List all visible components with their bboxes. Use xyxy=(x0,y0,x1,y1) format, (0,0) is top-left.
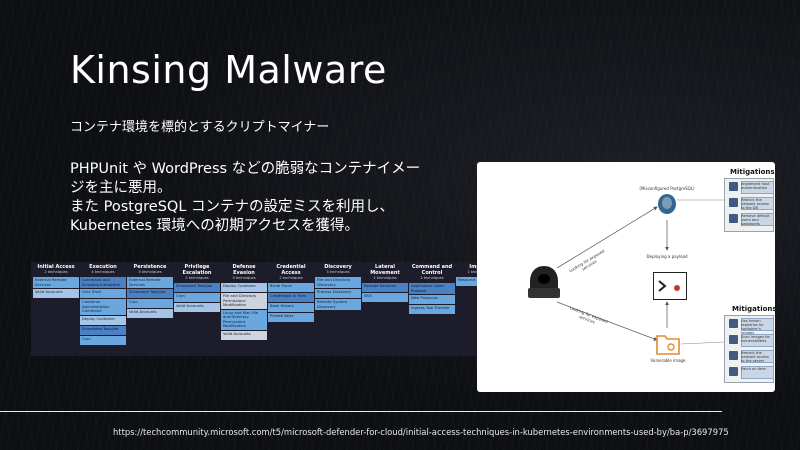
technique-cell: Process Discovery xyxy=(315,289,361,298)
column-title: Credential Access xyxy=(276,264,306,276)
column-count: 3 techniques xyxy=(232,276,256,280)
mitigation-icon xyxy=(729,319,738,328)
mitigations-box-top: Implement host authentication Restrict t… xyxy=(724,178,774,232)
mitigation-icon xyxy=(729,367,738,376)
payload-label: Deploying a payload xyxy=(646,254,688,259)
column-count: 3 techniques xyxy=(138,270,162,274)
column-title: Execution xyxy=(89,264,117,270)
technique-cell: Unix Shell xyxy=(80,289,126,298)
technique-cell: Cron xyxy=(174,293,220,302)
technique-cell: Brute Force xyxy=(268,283,314,292)
body-line: ジを主に悪用。 xyxy=(70,180,172,196)
technique-cell: Scheduled Task/Job xyxy=(80,325,126,335)
mitigation-item: Implement host authentication xyxy=(729,181,775,194)
postgresql-icon xyxy=(658,194,676,214)
attack-diagram: Looking for exposed services Looking for… xyxy=(477,162,775,392)
source-url[interactable]: https://techcommunity.microsoft.com/t5/m… xyxy=(113,427,729,437)
mitigation-item: Restrict the network access to the serve… xyxy=(729,350,775,363)
technique-cell: Command and Scripting Interpreter xyxy=(80,277,126,288)
technique-cell: Linux and Mac File and Directory Permiss… xyxy=(221,309,267,330)
technique-cell: Valid Accounts xyxy=(174,303,220,312)
column-title: Privilege Escalation xyxy=(182,264,212,276)
column-title: Lateral Movement xyxy=(370,264,400,276)
column-title: Discovery xyxy=(324,264,352,270)
mitigation-icon xyxy=(729,182,738,191)
mitigation-icon xyxy=(729,214,738,223)
column-title: Command and Control xyxy=(411,264,453,276)
mitigations-title-bottom: Mitigations: xyxy=(732,305,775,313)
column-count: 1 techniques xyxy=(373,276,397,280)
technique-cell: Cron xyxy=(80,335,126,345)
technique-cell: Valid Accounts xyxy=(127,309,173,318)
column-title: Defense Evasion xyxy=(232,264,256,276)
technique-cell: File and Directory Permissions Modificat… xyxy=(221,293,267,309)
technique-cell: Deploy Container xyxy=(80,315,126,325)
technique-cell: Bash History xyxy=(268,303,314,312)
edge-to-image xyxy=(556,301,658,341)
body-line: PHPUnit や WordPress などの脆弱なコンテナイメー xyxy=(70,161,421,177)
mitigation-item: Patch on time xyxy=(729,366,775,379)
slide-body: PHPUnit や WordPress などの脆弱なコンテナイメー ジを主に悪用… xyxy=(70,160,450,236)
column-count: 4 techniques xyxy=(91,270,115,274)
technique-cell: SSH xyxy=(362,293,408,302)
column-count: 3 techniques xyxy=(326,270,350,274)
body-line: Kubernetes 環境への初期アクセスを獲得。 xyxy=(70,218,359,234)
technique-cell: Valid Accounts xyxy=(221,330,267,340)
technique-cell: Web Protocols xyxy=(409,295,455,304)
column-count: 2 techniques xyxy=(279,276,303,280)
column-count: 2 techniques xyxy=(185,276,209,280)
column-title: Initial Access xyxy=(37,264,75,270)
technique-cell: Remote System Discovery xyxy=(315,299,361,310)
column-count: 2 techniques xyxy=(44,270,68,274)
technique-cell: File and Directory Discovery xyxy=(315,277,361,288)
technique-cell: Scheduled Task/Job xyxy=(174,283,220,292)
technique-cell: Container Administration Command xyxy=(80,299,126,315)
technique-cell: External Remote Services xyxy=(127,277,173,288)
technique-cell: Credentials In Files xyxy=(268,293,314,302)
technique-cell: Application Layer Protocol xyxy=(409,283,455,294)
technique-cell: Ingress Tool Transfer xyxy=(409,305,455,314)
image-label: Vulnerable image xyxy=(650,358,686,363)
mitigation-item: Remove default users and passwords xyxy=(729,213,775,226)
mitigation-icon xyxy=(729,198,738,207)
mitigation-icon xyxy=(729,335,738,344)
technique-cell: Private Keys xyxy=(268,313,314,322)
mitigations-title-top: Mitigations: xyxy=(730,168,775,176)
postgres-label: (Misconfigured PostgreSQL) xyxy=(639,186,695,191)
technique-cell: Cron xyxy=(127,299,173,308)
technique-cell: Valid Accounts xyxy=(33,289,79,298)
mitigation-item: Restrict the network access to the DB xyxy=(729,197,775,210)
edge-to-postgres xyxy=(556,206,658,269)
technique-cell: External Remote Services xyxy=(33,277,79,288)
body-line: また PostgreSQL コンテナの設定ミスを利用し、 xyxy=(70,199,395,215)
column-title: Persistence xyxy=(133,264,167,270)
mitigation-item: Use known registries for container's ima… xyxy=(729,318,775,335)
diagram-connectors xyxy=(556,199,725,345)
footer-divider xyxy=(0,411,722,412)
attacker-icon xyxy=(528,266,560,298)
technique-cell: Deploy Container xyxy=(221,283,267,292)
slide-subtitle: コンテナ環境を標的とするクリプトマイナー xyxy=(70,120,330,135)
technique-cell: Scheduled Task/Job xyxy=(127,289,173,298)
column-count: 2 techniques xyxy=(420,276,444,280)
folder-icon xyxy=(656,335,680,355)
mitigation-icon xyxy=(729,351,738,360)
mitigations-box-bottom: Use known registries for container's ima… xyxy=(724,315,774,383)
edge-image-mitigation xyxy=(680,341,725,345)
mitigation-item: Scan images for vulnerabilities xyxy=(729,334,775,347)
terminal-icon xyxy=(653,272,687,300)
technique-cell: Remote Services xyxy=(362,283,408,292)
slide-title: Kinsing Malware xyxy=(70,48,387,92)
